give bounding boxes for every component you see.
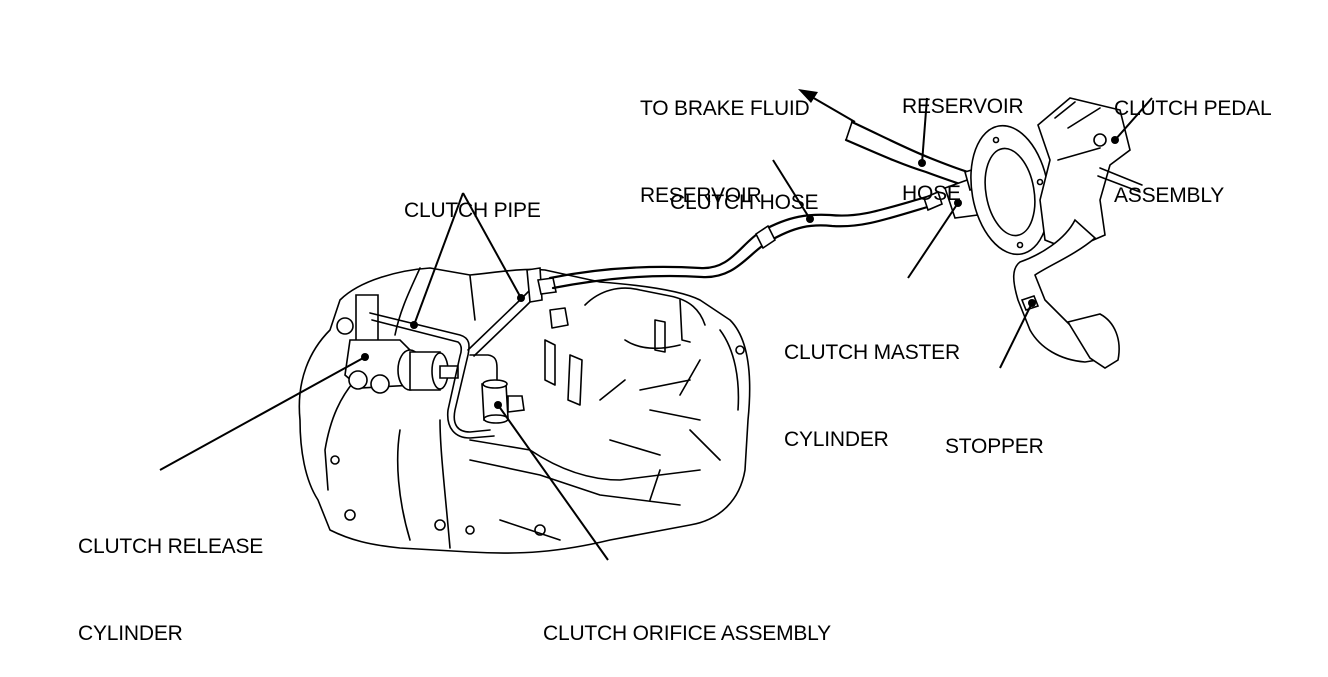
label-clutch-pipe: CLUTCH PIPE (404, 138, 541, 254)
clutch-orifice-assembly-drawing (481, 379, 525, 424)
label-clutch-pipe-line1: CLUTCH PIPE (404, 199, 541, 222)
label-clutch-master-cylinder: CLUTCH MASTER CYLINDER (784, 280, 960, 483)
leader-clutch-release-cylinder (159, 356, 366, 471)
label-clutch-master-cylinder-line1: CLUTCH MASTER (784, 341, 960, 364)
clutch-system-diagram (159, 89, 1153, 561)
brake-fluid-reservoir-arrow (798, 89, 856, 123)
label-clutch-release-cylinder-line2: CYLINDER (78, 622, 183, 645)
label-clutch-pedal-assembly-line1: CLUTCH PEDAL (1114, 97, 1272, 120)
leader-clutch-hose (772, 159, 811, 220)
label-brake-fluid-reservoir-line2: RESERVOIR (640, 184, 762, 207)
transmission-drawing (298, 267, 751, 554)
label-brake-fluid-reservoir-line1: TO BRAKE FLUID (640, 97, 810, 120)
label-clutch-hose: CLUTCH HOSE (670, 130, 819, 246)
label-clutch-pedal-assembly-line2: ASSEMBLY (1114, 184, 1225, 207)
leader-clutch-pedal-assembly (1114, 97, 1153, 141)
label-reservoir-hose: RESERVOIR HOSE (902, 34, 1024, 237)
leader-clutch-pipe-b (462, 192, 522, 299)
label-clutch-release-cylinder: CLUTCH RELEASE CYLINDER (78, 474, 263, 677)
leader-clutch-orifice-assembly (497, 404, 609, 561)
leader-clutch-pipe-a (413, 192, 464, 326)
leader-clutch-master-cylinder (907, 202, 959, 279)
label-clutch-hose-line1: CLUTCH HOSE (670, 191, 819, 214)
label-reservoir-hose-line1: RESERVOIR (902, 95, 1024, 118)
clutch-release-cylinder-drawing (336, 294, 459, 394)
label-clutch-pedal-assembly: CLUTCH PEDAL ASSEMBLY (1114, 36, 1272, 239)
label-clutch-orifice-assembly: CLUTCH ORIFICE ASSEMBLY (543, 561, 831, 677)
clutch-pipe-drawing (369, 267, 557, 439)
clutch-hose-drawing (548, 190, 943, 290)
label-clutch-release-cylinder-line1: CLUTCH RELEASE (78, 535, 264, 558)
leader-reservoir-hose (921, 97, 928, 164)
label-reservoir-hose-line2: HOSE (902, 182, 961, 205)
leader-stopper (999, 302, 1033, 369)
label-stopper-line1: STOPPER (945, 435, 1044, 458)
label-clutch-orifice-assembly-line1: CLUTCH ORIFICE ASSEMBLY (543, 622, 831, 645)
label-brake-fluid-reservoir: TO BRAKE FLUID RESERVOIR (640, 36, 810, 239)
leader-lines (159, 97, 1153, 561)
label-clutch-master-cylinder-line2: CYLINDER (784, 428, 889, 451)
label-stopper: STOPPER (945, 374, 1044, 490)
